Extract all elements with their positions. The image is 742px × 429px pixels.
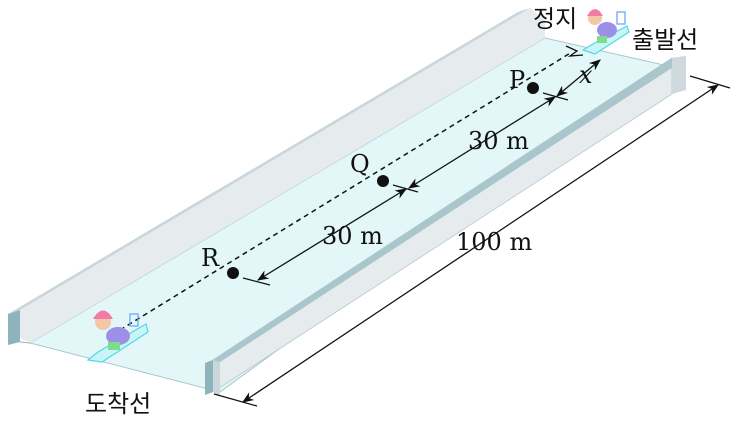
stop-marker: [565, 45, 584, 57]
point-q-label: Q: [350, 150, 370, 178]
total-length-label: 100 m: [456, 228, 532, 256]
distance-qr-label: 30 m: [322, 222, 383, 250]
distance-x-label: x: [579, 61, 593, 89]
sled-rider-start: [581, 9, 630, 55]
sled-rider-finish: [86, 310, 149, 363]
distance-pq-label: 30 m: [468, 127, 529, 155]
point-p-dot: [527, 82, 539, 94]
point-r-label: R: [201, 244, 220, 272]
point-p-label: P: [509, 66, 525, 94]
dimension-total: [213, 75, 731, 407]
stop-label: 정지: [533, 5, 577, 33]
point-r-dot: [227, 267, 239, 279]
finish-line-label: 도착선: [85, 390, 151, 418]
point-q-dot: [377, 175, 389, 187]
start-line-label: 출발선: [632, 26, 698, 54]
